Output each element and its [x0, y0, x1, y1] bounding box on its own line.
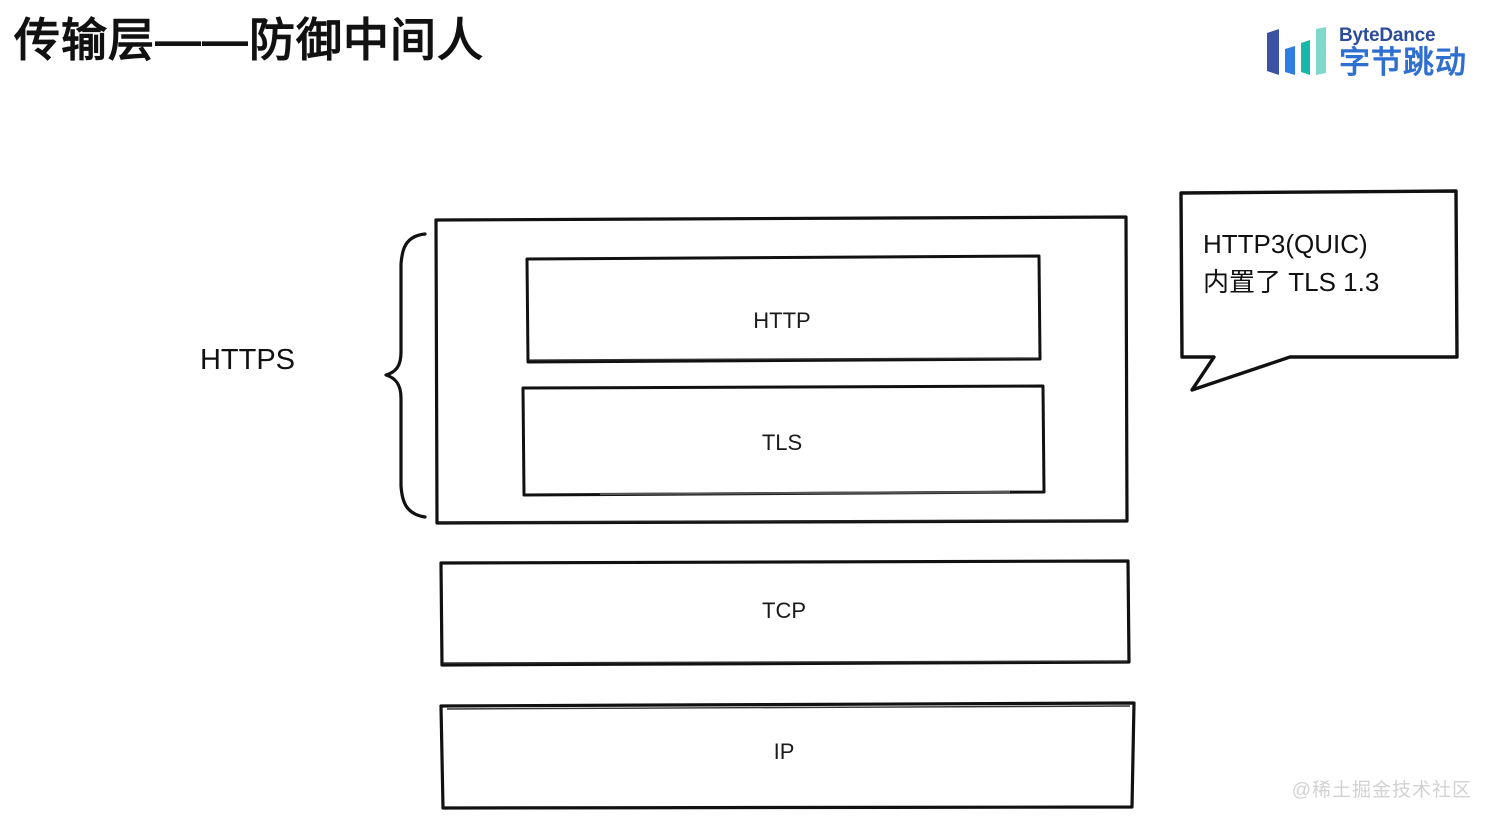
bytedance-wordmark: ByteDance 字节跳动: [1339, 26, 1467, 78]
callout-line-2: 内置了 TLS 1.3: [1203, 266, 1380, 297]
ip-layer-box: [439, 701, 1136, 810]
https-curly-brace: [384, 232, 427, 519]
tls-layer-label: TLS: [761, 430, 803, 455]
tcp-layer-box: [439, 559, 1131, 667]
http-layer-label: HTTP: [753, 308, 811, 333]
http-layer-box: [525, 254, 1042, 364]
bytedance-bars-logo: [1267, 27, 1326, 75]
callout-line-1: HTTP3(QUIC): [1203, 229, 1368, 259]
https-group-label: HTTPS: [199, 344, 296, 376]
watermark: @稀土掘金技术社区: [1291, 780, 1472, 801]
callout-text: HTTP3(QUIC) 内置了 TLS 1.3: [1203, 226, 1453, 301]
tcp-layer-label: TCP: [762, 598, 806, 623]
ip-layer-label: IP: [773, 739, 795, 764]
brand-name-cn: 字节跳动: [1339, 45, 1467, 80]
brand-name-en: ByteDance: [1339, 25, 1436, 46]
bytedance-logo: ByteDance 字节跳动: [1265, 18, 1467, 86]
tls-layer-box: [521, 384, 1046, 497]
page-title: 传输层——防御中间人: [14, 14, 484, 66]
callout-bubble: [1179, 189, 1459, 392]
